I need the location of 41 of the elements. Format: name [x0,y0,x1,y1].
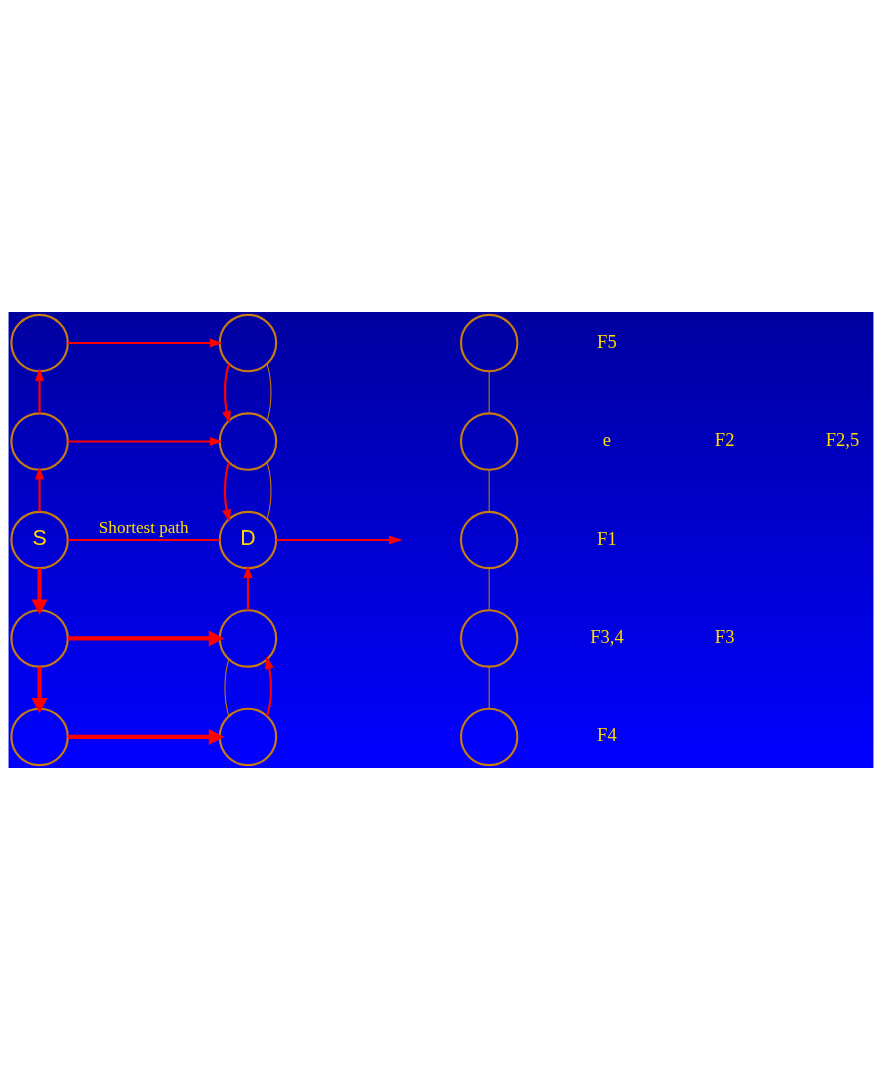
label: F5 [597,330,617,352]
node-circle [459,608,519,668]
arrow [222,363,231,424]
node-circle [10,707,69,766]
node-circle [10,313,69,372]
node-circle [10,608,69,668]
connector [488,665,490,709]
node-circle [459,707,519,766]
arrow [31,567,48,615]
node-circle [459,411,519,471]
connector [224,658,230,717]
connector [488,468,490,512]
connector [488,567,490,611]
arrow [243,564,253,610]
node-circle [459,510,519,569]
connector [67,538,220,541]
arrow [265,655,274,716]
label: F2,5 [825,428,860,450]
node-circle [218,313,278,372]
arrow [35,466,45,512]
node-circle [10,411,69,471]
node-circle [218,707,278,766]
arrow [67,629,225,646]
label: F1 [597,527,617,548]
label: F4 [597,723,617,745]
arrow [31,666,48,713]
arrow [222,461,231,522]
label: F3 [714,625,735,647]
connector [266,461,272,520]
arrow [67,338,223,348]
label: e [602,428,612,450]
label: F3,4 [590,625,624,647]
connector [266,362,272,421]
label: F2 [714,428,735,450]
node-circle [459,313,519,372]
arrow [67,436,223,446]
connector [488,370,490,414]
arrow [67,728,225,745]
node-circle: S [10,510,69,569]
edge-label: Shortest path [98,517,189,537]
arrow [35,367,45,413]
